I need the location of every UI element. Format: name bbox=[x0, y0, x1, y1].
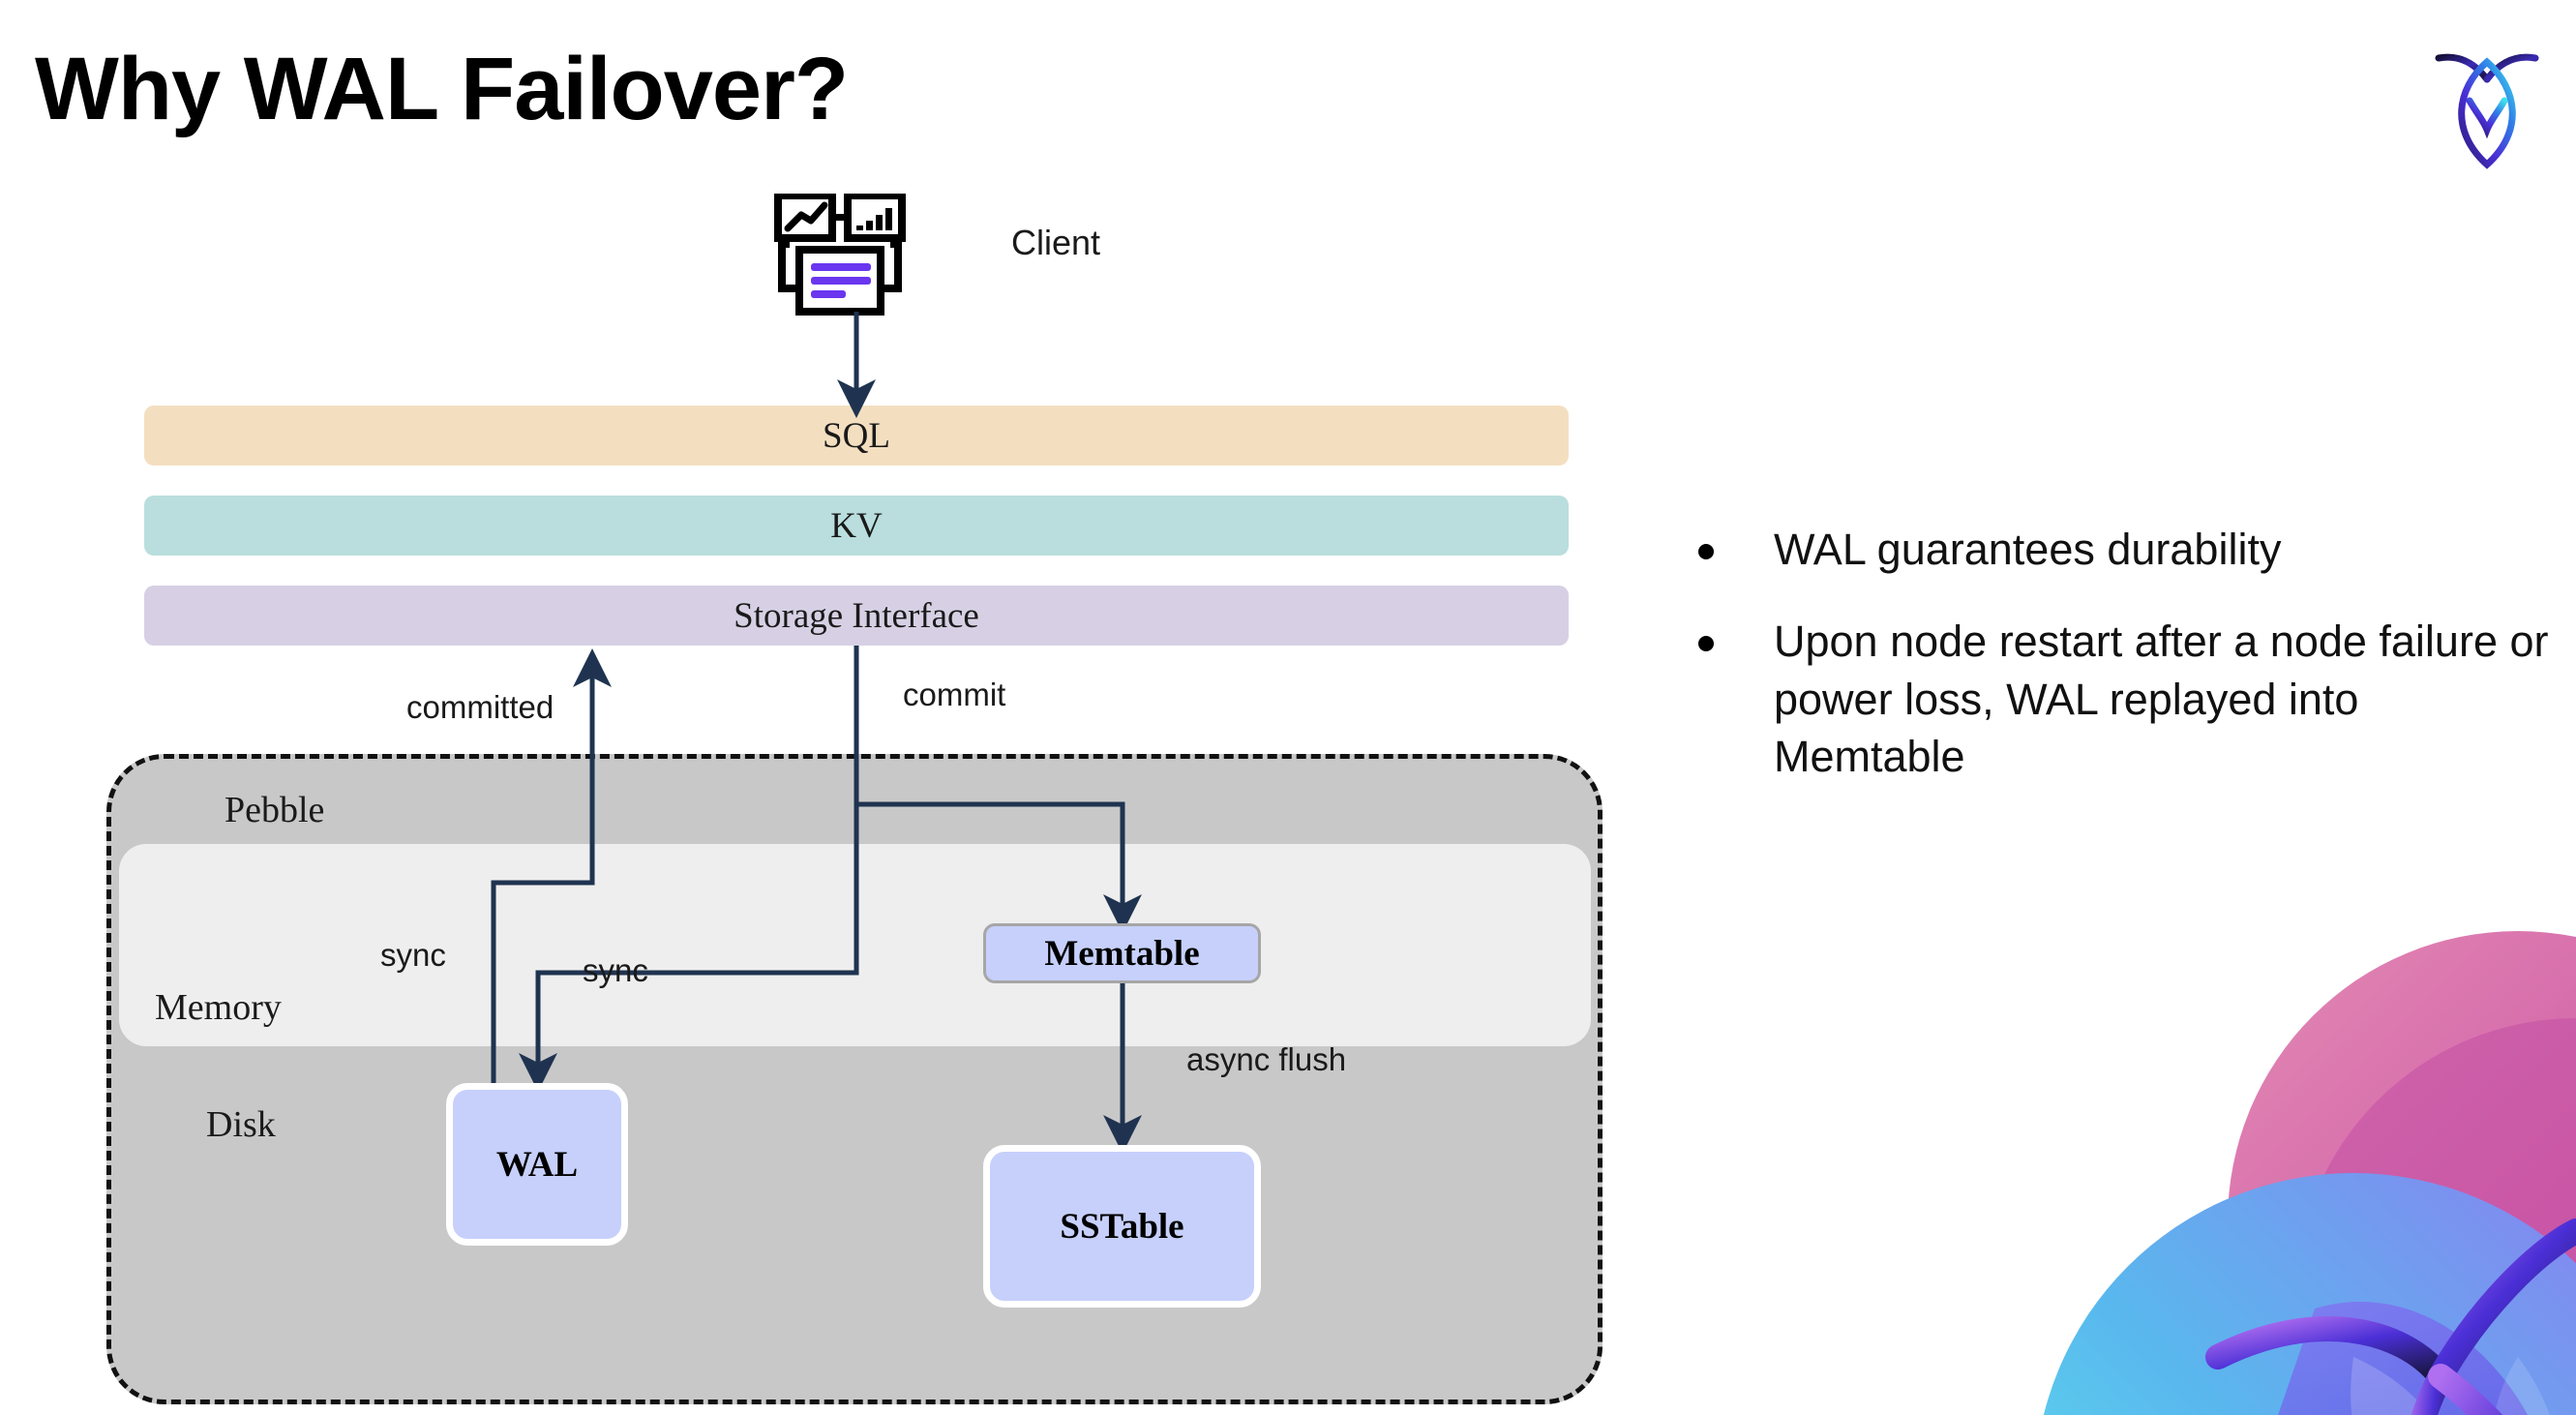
layer-bar-kv-label: KV bbox=[830, 505, 883, 546]
cockroach-labs-gradient-art-icon bbox=[1899, 892, 2576, 1415]
node-sstable-label: SSTable bbox=[1060, 1206, 1184, 1247]
layer-bar-sql-label: SQL bbox=[823, 415, 890, 456]
node-sstable[interactable]: SSTable bbox=[983, 1145, 1261, 1308]
edge-label-committed: committed bbox=[406, 689, 554, 725]
bullet-list: WAL guarantees durability Upon node rest… bbox=[1698, 521, 2560, 821]
memory-label: Memory bbox=[155, 987, 282, 1028]
memory-container bbox=[119, 844, 1591, 1046]
bullet-text: Upon node restart after a node failure o… bbox=[1774, 617, 2549, 782]
node-wal-label: WAL bbox=[495, 1144, 579, 1185]
bullet-dot-icon bbox=[1698, 636, 1714, 652]
page-title: Why WAL Failover? bbox=[35, 40, 849, 138]
edge-label-commit: commit bbox=[903, 677, 1006, 712]
edge-label-async-flush: async flush bbox=[1186, 1041, 1347, 1077]
client-terminal-icon bbox=[774, 192, 929, 319]
edge-label-sync-right: sync bbox=[583, 952, 648, 988]
node-wal[interactable]: WAL bbox=[446, 1083, 628, 1246]
cockroach-labs-logo-icon bbox=[2410, 29, 2564, 184]
bullet-text: WAL guarantees durability bbox=[1774, 525, 2282, 574]
bullet-dot-icon bbox=[1698, 544, 1714, 559]
layer-bar-kv: KV bbox=[144, 496, 1569, 556]
client-label: Client bbox=[1011, 223, 1101, 262]
pebble-label: Pebble bbox=[225, 790, 325, 830]
disk-label: Disk bbox=[206, 1104, 276, 1145]
layer-bar-storage-interface-label: Storage Interface bbox=[734, 595, 979, 636]
layer-bar-storage-interface: Storage Interface bbox=[144, 586, 1569, 646]
node-memtable[interactable]: Memtable bbox=[983, 923, 1261, 983]
list-item: Upon node restart after a node failure o… bbox=[1698, 613, 2560, 785]
list-item: WAL guarantees durability bbox=[1698, 521, 2560, 578]
layer-bar-sql: SQL bbox=[144, 406, 1569, 466]
edge-label-sync-left: sync bbox=[380, 937, 446, 973]
node-memtable-label: Memtable bbox=[1044, 933, 1200, 974]
